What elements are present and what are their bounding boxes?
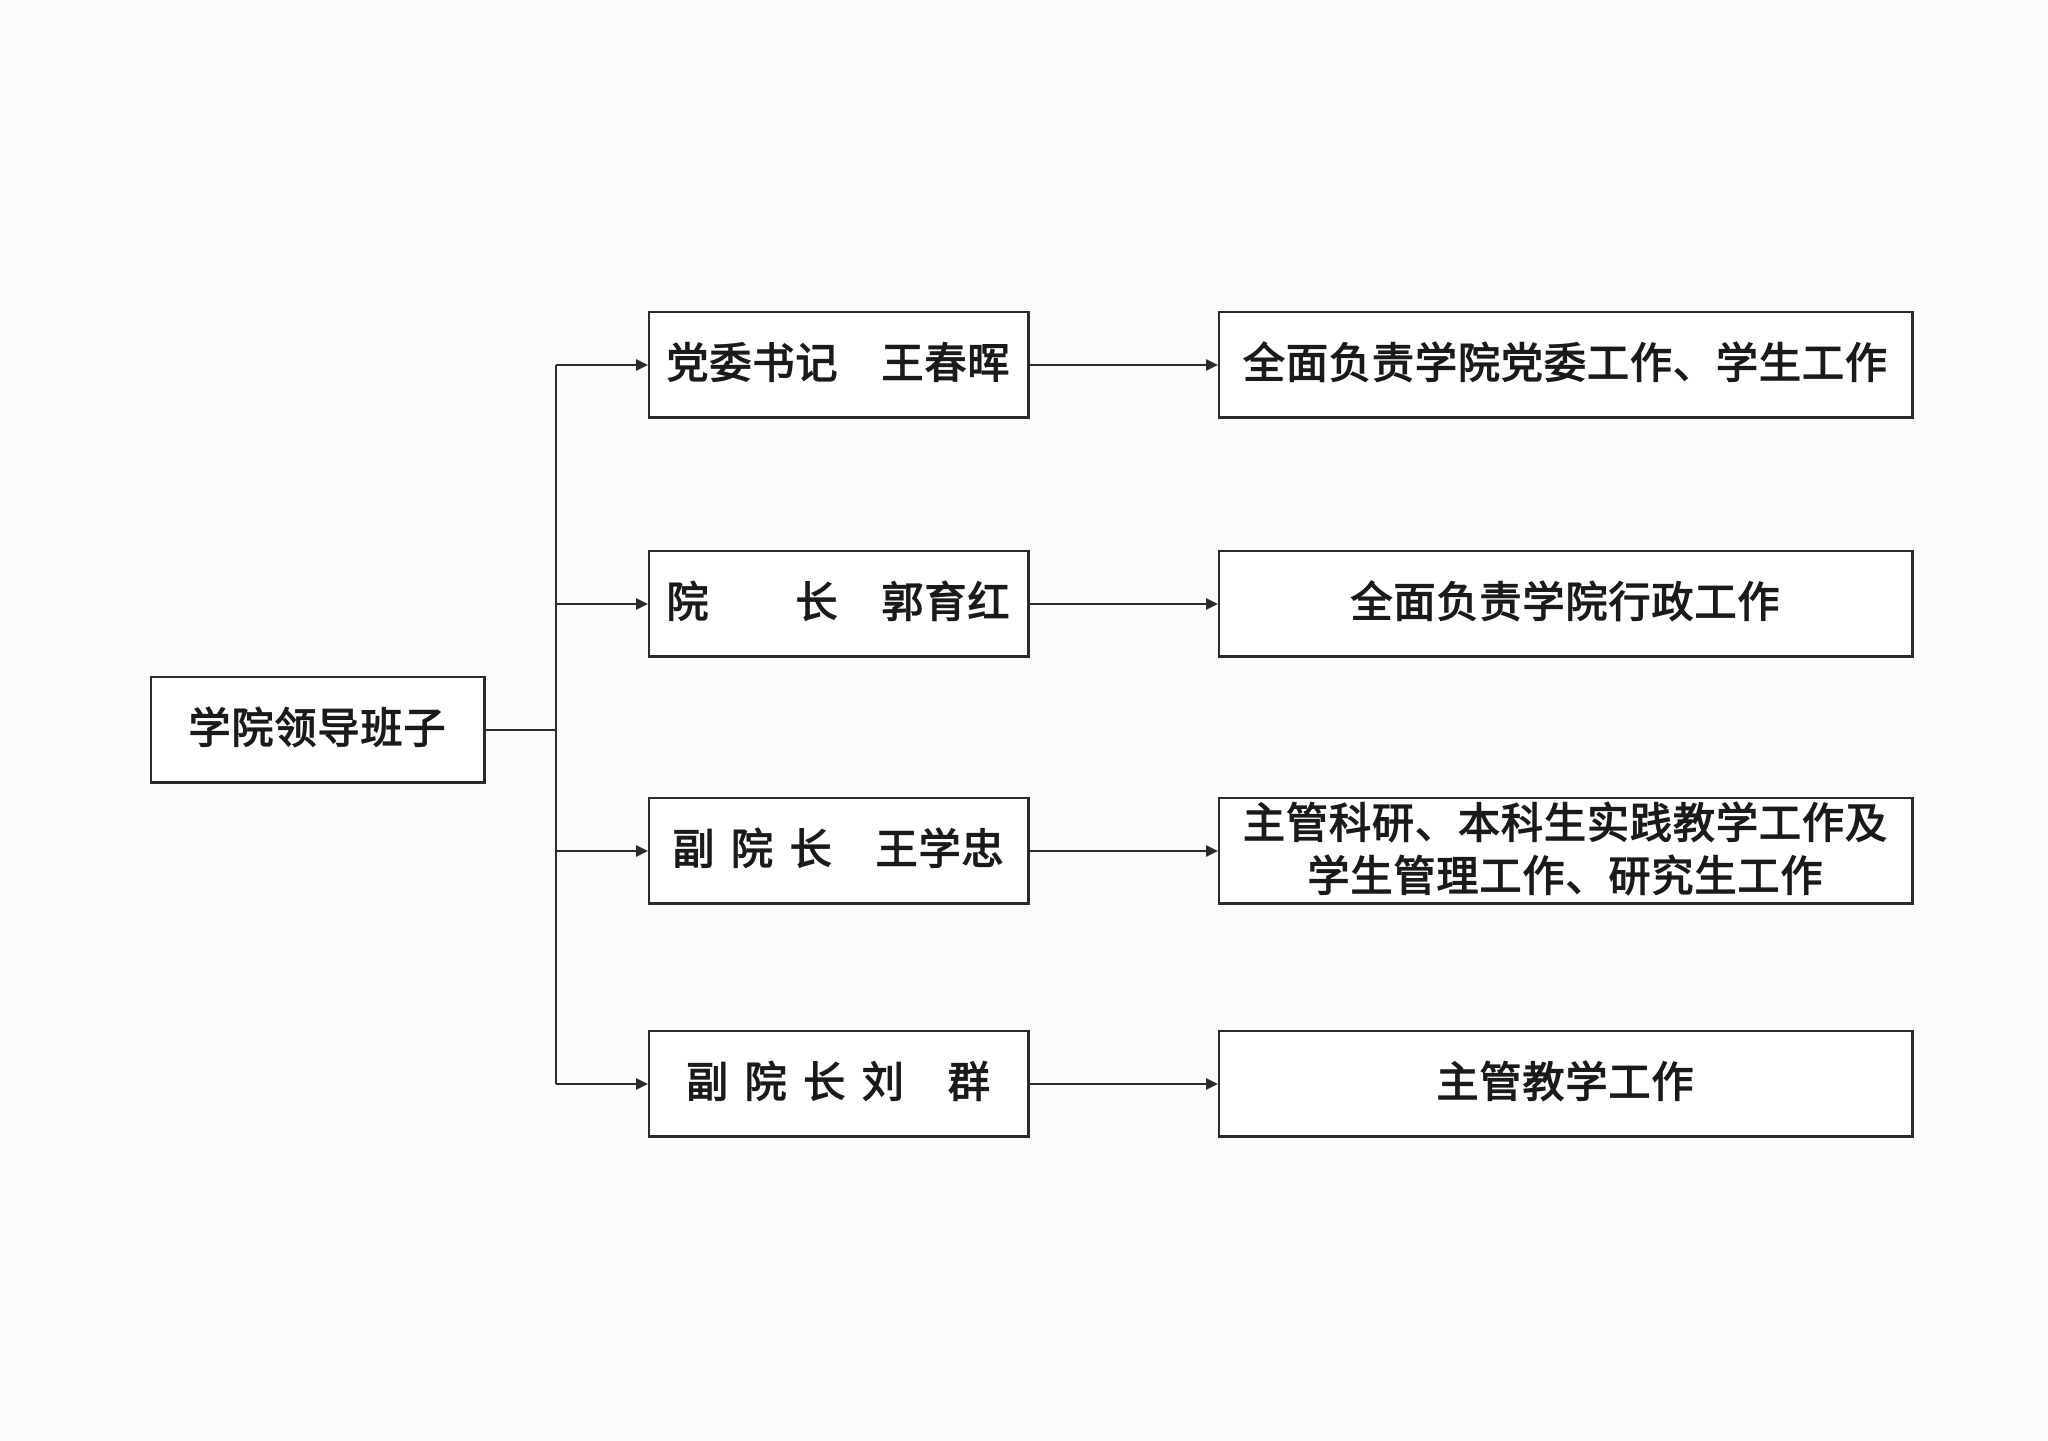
- duty-node-vice-dean-liu: 主管教学工作: [1218, 1030, 1914, 1138]
- leader-node-vice-dean-liu: 副 院 长 刘 群: [648, 1030, 1030, 1138]
- leader-node-dean: 院 长 郭育红: [648, 550, 1030, 658]
- leader-node-label: 院 长 郭育红: [666, 578, 1011, 628]
- leader-node-label: 副 院 长 刘 群: [686, 1058, 991, 1108]
- duty-node-vice-dean-wang: 主管科研、本科生实践教学工作及 学生管理工作、研究生工作: [1218, 797, 1914, 905]
- duty-node-line-1: 主管科研、本科生实践教学工作及: [1242, 799, 1888, 848]
- duty-node-dean: 全面负责学院行政工作: [1218, 550, 1914, 658]
- leader-node-label: 副 院 长 王学忠: [672, 825, 1005, 875]
- root-node-label: 学院领导班子: [188, 704, 447, 754]
- duty-node-line-2: 学生管理工作、研究生工作: [1307, 851, 1824, 901]
- duty-node-label: 全面负责学院行政工作: [1350, 578, 1781, 628]
- duty-node-party-secretary: 全面负责学院党委工作、学生工作: [1218, 311, 1914, 419]
- duty-node-label: 全面负责学院党委工作、学生工作: [1242, 339, 1888, 389]
- duty-text-block: 主管科研、本科生实践教学工作及 学生管理工作、研究生工作: [1243, 798, 1888, 903]
- leader-node-party-secretary: 党委书记 王春晖: [648, 311, 1030, 419]
- leader-node-vice-dean-wang: 副 院 长 王学忠: [648, 797, 1030, 905]
- leader-node-label: 党委书记 王春晖: [666, 339, 1011, 389]
- duty-node-label: 主管教学工作: [1436, 1058, 1695, 1108]
- root-node-leadership-team: 学院领导班子: [150, 676, 486, 784]
